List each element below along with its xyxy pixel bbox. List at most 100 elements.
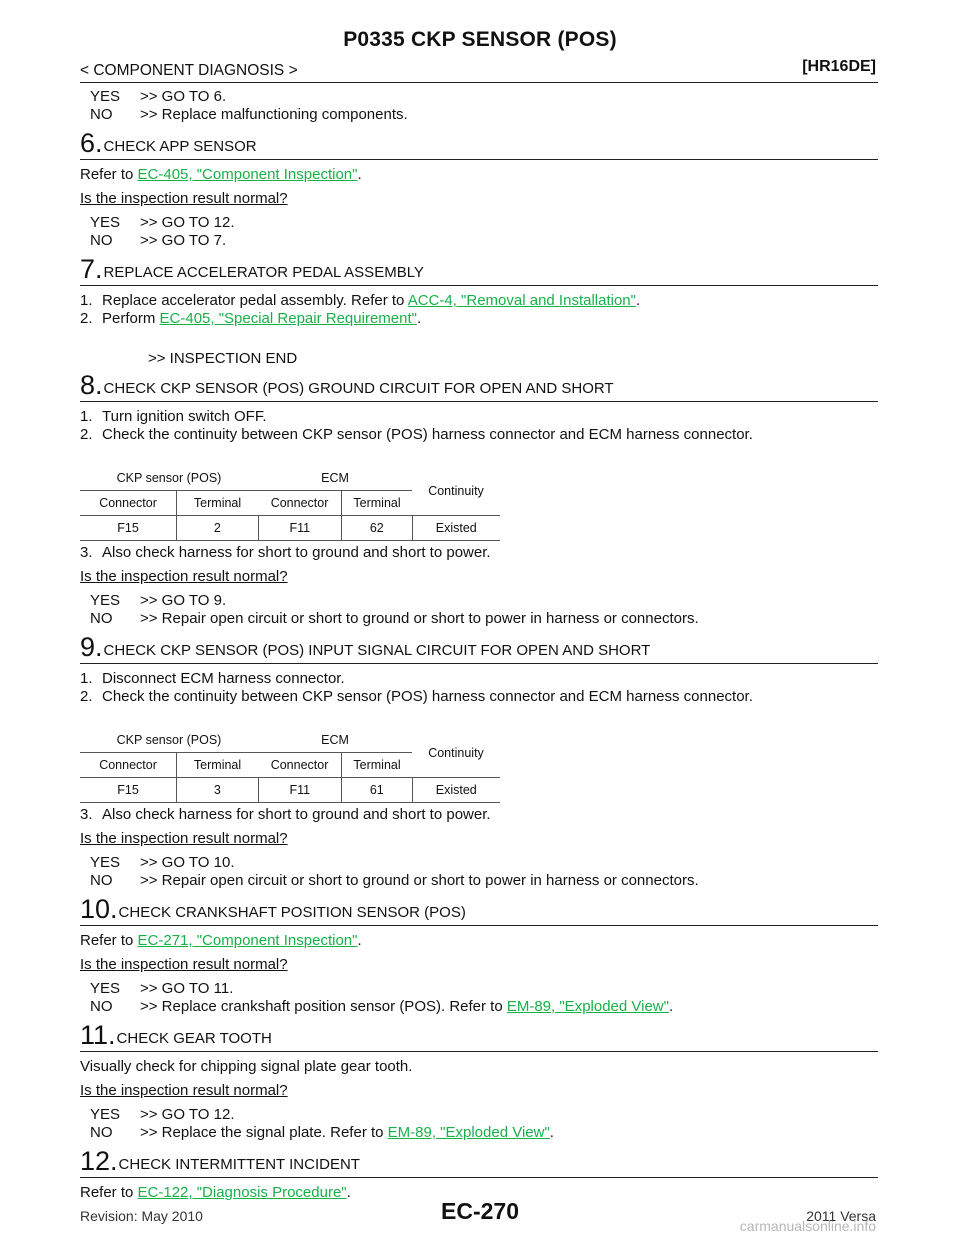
header-rule [80, 82, 878, 83]
table-row: F15 2 F11 62 Existed [80, 515, 500, 541]
step-title: CHECK APP SENSOR [103, 138, 257, 155]
answer-value: >> GO TO 9. [140, 592, 227, 609]
link-em-89-exploded-view[interactable]: EM-89, "Exploded View" [506, 998, 669, 1015]
answer-key: NO [90, 610, 113, 627]
link-em-89-exploded-view[interactable]: EM-89, "Exploded View" [387, 1124, 550, 1141]
answer-yes: YES >> GO TO 9. [90, 592, 878, 610]
step-6-heading: 6.CHECK APP SENSOR [80, 130, 878, 160]
step-title: CHECK CRANKSHAFT POSITION SENSOR (POS) [118, 904, 466, 921]
answer-yes: YES>> GO TO 12. [90, 1106, 878, 1124]
item-text: Also check harness for short to ground a… [102, 544, 491, 561]
table-cell: 62 [341, 515, 413, 541]
step-9-heading: 9.CHECK CKP SENSOR (POS) INPUT SIGNAL CI… [80, 634, 878, 664]
answer-yes: YES >> GO TO 11. [90, 980, 878, 998]
question: Is the inspection result normal? [80, 190, 288, 207]
step-8-heading: 8.CHECK CKP SENSOR (POS) GROUND CIRCUIT … [80, 372, 878, 402]
answer-key: YES [90, 980, 121, 997]
answer-suffix: . [549, 1124, 554, 1141]
answer-value: >> Repair open circuit or short to groun… [140, 872, 699, 889]
link-ec-405-component-inspection[interactable]: EC-405, "Component Inspection" [137, 166, 358, 183]
item-number: 1. [80, 408, 93, 425]
answer-key: NO [90, 1124, 113, 1141]
continuity-table: CKP sensor (POS) ECM Continuity Connecto… [80, 466, 500, 541]
refer-line: Refer to EC-405, "Component Inspection". [80, 166, 878, 184]
answer-key: YES [90, 592, 121, 609]
table-col-header: Connector [80, 752, 178, 778]
answer-no: NO>> Repair open circuit or short to gro… [90, 872, 878, 890]
refer-line: Refer to EC-271, "Component Inspection". [80, 932, 878, 950]
step-12-heading: 12.CHECK INTERMITTENT INCIDENT [80, 1148, 878, 1178]
answer-no: NO>> Replace crankshaft position sensor … [90, 998, 878, 1016]
step-title: CHECK GEAR TOOTH [116, 1030, 272, 1047]
content: YES>> GO TO 6. NO>> Replace malfunctioni… [80, 86, 878, 1202]
item-number: 2. [80, 688, 93, 705]
table-col-header: Terminal [176, 490, 258, 516]
table-cell: Existed [412, 515, 500, 541]
list-item: 3. Also check harness for short to ground… [80, 544, 878, 562]
answer-suffix: . [668, 998, 674, 1015]
table-group-header: CKP sensor (POS) [80, 728, 258, 753]
item-text: Turn ignition switch OFF. [102, 408, 267, 425]
table-cell: 3 [176, 777, 259, 803]
refer-suffix: . [357, 166, 362, 183]
link-ec-405-special-repair-requirement[interactable]: EC-405, "Special Repair Requirement" [159, 310, 417, 327]
refer-suffix: . [357, 932, 362, 949]
step-title: CHECK CKP SENSOR (POS) GROUND CIRCUIT FO… [103, 380, 614, 397]
inspection-end: >> INSPECTION END [148, 350, 298, 367]
item-text: Check the continuity between CKP sensor … [102, 426, 753, 443]
item-text: Perform [102, 310, 160, 327]
continuity-table: CKP sensor (POS) ECM Continuity Connecto… [80, 728, 500, 803]
answer-value: >> GO TO 7. [140, 232, 227, 249]
answer-value: >> Replace malfunctioning components. [140, 106, 408, 123]
answer-value: >> Replace the signal plate. Refer to [140, 1124, 388, 1141]
item-number: 1. [80, 670, 93, 687]
step-number: 12. [80, 1146, 118, 1176]
link-ec-271-component-inspection[interactable]: EC-271, "Component Inspection" [137, 932, 358, 949]
list-item: 1.Disconnect ECM harness connector. [80, 670, 878, 688]
watermark: carmanualsonline.info [739, 1218, 876, 1234]
step-number: 7. [80, 254, 103, 284]
list-item: 1. Turn ignition switch OFF. [80, 408, 878, 426]
answer-value: >> GO TO 11. [140, 980, 234, 997]
answer-value: >> GO TO 10. [140, 854, 235, 871]
item-text: Check the continuity between CKP sensor … [102, 688, 753, 705]
step-title: CHECK INTERMITTENT INCIDENT [118, 1156, 360, 1173]
link-acc-4-removal-and-installation[interactable]: ACC-4, "Removal and Installation" [407, 292, 636, 309]
item-number: 3. [80, 544, 93, 561]
answer-no: NO>> GO TO 7. [90, 232, 878, 250]
item-number: 1. [80, 292, 93, 309]
answer-value: >> Replace crankshaft position sensor (P… [140, 998, 507, 1015]
step-number: 6. [80, 128, 103, 158]
table-row: F15 3 F11 61 Existed [80, 777, 500, 803]
table-cell: F11 [258, 515, 343, 541]
refer-prefix: Refer to [80, 1184, 138, 1201]
step-number: 10. [80, 894, 118, 924]
answer-key: YES [90, 214, 121, 231]
step-7-heading: 7.REPLACE ACCELERATOR PEDAL ASSEMBLY [80, 256, 878, 286]
list-item: 2. Check the continuity between CKP senso… [80, 688, 878, 706]
step-title: REPLACE ACCELERATOR PEDAL ASSEMBLY [103, 264, 424, 281]
item-number: 3. [80, 806, 93, 823]
question: Is the inspection result normal? [80, 1082, 288, 1099]
answers: YES>> GO TO 9. NO>> Repair open circuit … [80, 592, 878, 628]
question: Is the inspection result normal? [80, 956, 288, 973]
table-col-header: Terminal [341, 752, 412, 778]
list-item: 2. Perform EC-405, "Special Repair Requir… [80, 310, 878, 328]
step-number: 9. [80, 632, 103, 662]
step-title: CHECK CKP SENSOR (POS) INPUT SIGNAL CIRC… [103, 642, 651, 659]
item-number: 2. [80, 426, 93, 443]
list-item: 3.Also check harness for short to ground… [80, 806, 878, 824]
answer-no: NO>> Replace the signal plate. Refer to … [90, 1124, 878, 1142]
answer-key: NO [90, 106, 113, 123]
step-11-heading: 11.CHECK GEAR TOOTH [80, 1022, 878, 1052]
answer-value: >> GO TO 12. [140, 214, 235, 231]
link-ec-122-diagnosis-procedure[interactable]: EC-122, "Diagnosis Procedure" [137, 1184, 347, 1201]
table-group-header: ECM [258, 728, 412, 753]
table-cell: Existed [412, 777, 500, 803]
table-col-header: Terminal [341, 490, 412, 516]
answer-key: YES [90, 88, 121, 105]
model-label: 2011 Versa [806, 1208, 876, 1224]
item-number: 2. [80, 310, 93, 327]
refer-prefix: Refer to [80, 932, 138, 949]
answer-yes: YES >> GO TO 12. [90, 214, 878, 232]
